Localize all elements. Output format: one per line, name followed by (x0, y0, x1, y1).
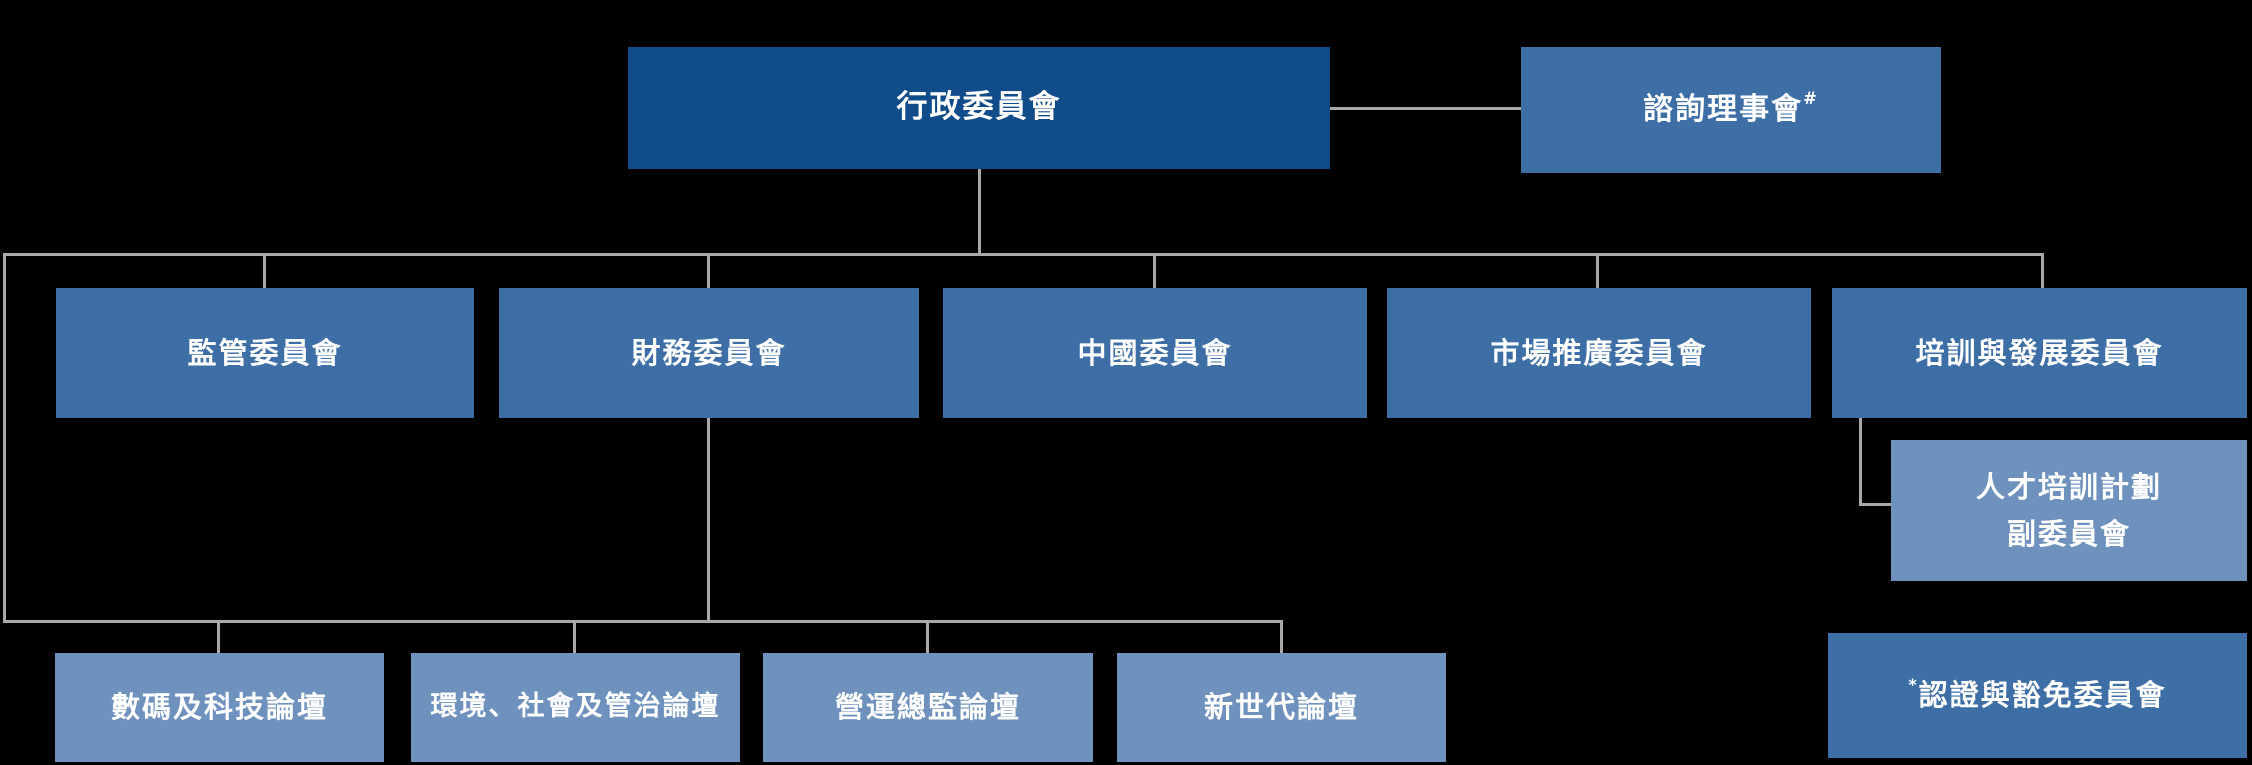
connector-subcommittee-elbow (1859, 503, 1891, 506)
node-digital-tech-forum: 數碼及科技論壇 (55, 653, 384, 762)
connector-drop-new-generation-forum (1280, 623, 1283, 653)
connector-drop-digital-tech-forum (217, 623, 220, 653)
node-label: 中國委員會 (1077, 335, 1233, 370)
connector-left-edge-vertical (3, 256, 6, 620)
node-label: 行政委員會 (896, 89, 1062, 126)
node-label: 監管委員會 (187, 335, 343, 370)
node-label: 認證與豁免委員會 (1918, 678, 2167, 713)
connector-committee-distribution-line (3, 253, 2044, 256)
node-coo-forum: 營運總監論壇 (763, 653, 1093, 762)
node-executive-committee: 行政委員會 (628, 47, 1330, 169)
node-label-line1: 人才培訓計劃 (1975, 470, 2162, 505)
connector-drop-china (1153, 256, 1156, 288)
node-esg-forum: 環境、社會及管治論壇 (411, 653, 740, 762)
connector-exec-to-advisory (1330, 107, 1521, 110)
node-label: 數碼及科技論壇 (110, 690, 328, 725)
node-label: 諮詢理事會 (1643, 92, 1804, 127)
connector-drop-marketing (1596, 256, 1599, 288)
node-training-development-committee: 培訓與發展委員會 (1832, 288, 2247, 418)
connector-drop-coo-forum (926, 623, 929, 653)
node-label: 環境、社會及管治論壇 (430, 691, 721, 723)
connector-forum-distribution-line (3, 620, 1283, 623)
node-advisory-council: 諮詢理事會# (1521, 47, 1941, 173)
node-talent-training-subcommittee: 人才培訓計劃 副委員會 (1891, 440, 2247, 581)
connector-subcommittee-vertical (1859, 418, 1862, 506)
connector-drop-regulatory (263, 256, 266, 288)
node-finance-committee: 財務委員會 (499, 288, 919, 418)
node-label-line2: 副委員會 (2006, 516, 2131, 551)
node-regulatory-committee: 監管委員會 (56, 288, 474, 418)
node-marketing-committee: 市場推廣委員會 (1387, 288, 1811, 418)
node-label: 財務委員會 (631, 335, 787, 370)
connector-finance-down (707, 418, 710, 620)
node-accreditation-exemption-committee: *認證與豁免委員會 (1828, 633, 2247, 758)
connector-drop-finance (707, 256, 710, 288)
node-china-committee: 中國委員會 (943, 288, 1367, 418)
connector-exec-down (978, 169, 981, 256)
connector-drop-esg-forum (573, 623, 576, 653)
connector-drop-training-development (2041, 256, 2044, 288)
node-new-generation-forum: 新世代論壇 (1117, 653, 1446, 762)
node-label: 市場推廣委員會 (1490, 335, 1708, 370)
node-label: 營運總監論壇 (834, 690, 1021, 725)
node-label: 培訓與發展委員會 (1915, 335, 2164, 370)
node-label: 新世代論壇 (1203, 690, 1359, 725)
